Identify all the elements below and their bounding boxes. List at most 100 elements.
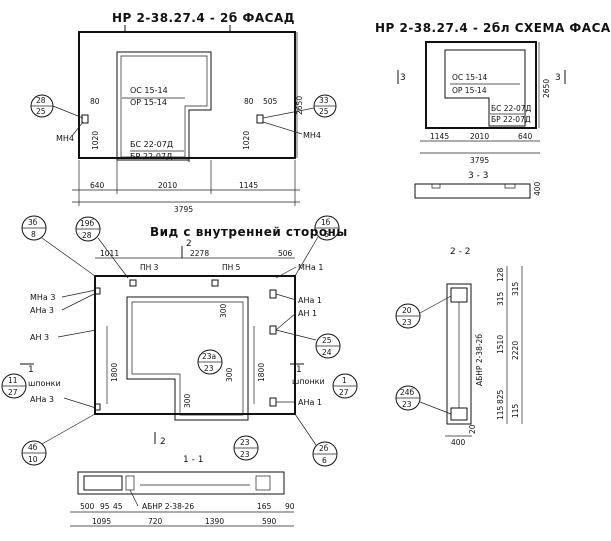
section-11-title: 1 - 1 xyxy=(183,455,203,465)
section-11-abnr: АБНР 2-38-26 xyxy=(142,502,194,511)
dim-1095: 1095 xyxy=(92,517,111,526)
leader-line xyxy=(57,329,97,338)
scheme-bp: БР 22-07Д xyxy=(491,115,531,124)
scheme-view: НР 2-38.27.4 - 2бл СХЕМА ФАСАДА ОС 15-14… xyxy=(375,21,611,199)
leader-line xyxy=(129,489,139,507)
dim-315-outer: 315 xyxy=(511,281,520,296)
leader-line xyxy=(294,236,319,277)
embedded-plate xyxy=(269,325,277,335)
callout-top: 33 xyxy=(319,96,329,105)
facade-dim-left-1020: 1020 xyxy=(91,131,100,150)
dim-115-outer: 115 xyxy=(511,403,520,418)
dim-825: 825 xyxy=(496,389,505,404)
dim-90: 90 xyxy=(285,502,295,511)
dim-165: 165 xyxy=(257,502,272,511)
scheme-dim-total: 3795 xyxy=(470,156,489,165)
facade-dim-640: 640 xyxy=(90,181,105,190)
dim-400: 400 xyxy=(451,438,466,447)
scheme-bc: БС 22-07Д xyxy=(491,104,532,113)
dim-1510: 1510 xyxy=(496,335,505,354)
embedded-plate xyxy=(94,403,101,411)
inner-ah3: АН 3 xyxy=(30,333,49,342)
scheme-dim-height: 2650 xyxy=(542,79,551,98)
embedded-plate xyxy=(94,287,101,295)
callout-top: 11 xyxy=(8,376,18,385)
leader-line xyxy=(419,295,452,314)
leader-line xyxy=(41,237,96,277)
section-11-rib xyxy=(125,475,135,491)
callout-top: 28 xyxy=(36,96,46,105)
scheme-dim-1145: 1145 xyxy=(430,132,449,141)
inner-cut-2-bot: 2 xyxy=(160,437,166,447)
dim-1390: 1390 xyxy=(205,517,224,526)
leader-line xyxy=(262,121,303,135)
callout-top: 1 xyxy=(342,376,347,385)
inner-dim-300-a: 300 xyxy=(219,303,228,318)
section-22: 2 - 2 АБНР 2-38-2б 128 315 1510 825 115 … xyxy=(395,247,523,447)
callout-top: 23а xyxy=(202,352,216,361)
facade-dim-right-1020: 1020 xyxy=(242,131,251,150)
facade-dim-total: 3795 xyxy=(174,205,193,214)
inner-dim-506: 506 xyxy=(278,249,293,258)
callout-bottom: 24 xyxy=(322,348,332,357)
leader-line xyxy=(275,266,297,279)
leader-line xyxy=(52,105,84,119)
inner-shponki-right: шпонки xyxy=(292,377,325,386)
section-33-dim: 400 xyxy=(533,181,542,196)
callout-top: 19б xyxy=(80,219,95,228)
section-11: 1 - 1 АБНР 2-38-26 500 95 45 165 90 1095… xyxy=(70,455,295,527)
facade-door-bc: БС 22-07Д xyxy=(130,140,173,149)
leader-line xyxy=(275,329,317,341)
inner-mh-a3: МНа 3 xyxy=(30,293,55,302)
inner-ah-a3-top: АНа 3 xyxy=(30,306,54,315)
leader-line xyxy=(63,397,97,409)
leader-line xyxy=(419,401,452,415)
scheme-op: ОР 15-14 xyxy=(452,86,487,95)
facade-view: НР 2-38.27.4 - 2б ФАСАД ОС 15-14 ОР 15-1… xyxy=(30,11,337,214)
inner-pn5: ПН 5 xyxy=(222,263,241,272)
callout-bottom: 6 xyxy=(324,230,329,239)
embedded-plate xyxy=(269,289,277,299)
callout-bottom: 23 xyxy=(402,318,412,327)
inner-ah-a1-top: АНа 1 xyxy=(298,296,322,305)
inner-mh-a1: МНа 1 xyxy=(298,263,323,272)
callout-top: 20 xyxy=(402,306,412,315)
facade-dim-left-80: 80 xyxy=(90,97,100,106)
inner-cut-1-left: 1 xyxy=(28,365,34,375)
callout-bottom: 25 xyxy=(36,107,46,116)
callout-bottom: 23 xyxy=(204,364,214,373)
facade-mh-left: МН4 xyxy=(56,134,74,143)
facade-door-bp: БР 22-07Д xyxy=(130,152,172,161)
facade-dim-right-80: 80 xyxy=(244,97,254,106)
section-33-profile xyxy=(414,183,531,199)
section-22-bottom-block xyxy=(450,407,468,421)
scheme-opening xyxy=(444,49,526,127)
scheme-title: НР 2-38.27.4 - 2бл СХЕМА ФАСАДА xyxy=(375,21,611,35)
facade-dim-right-505: 505 xyxy=(263,97,278,106)
callout-bottom: 23 xyxy=(240,450,250,459)
dim-2220: 2220 xyxy=(511,341,520,360)
section-11-insulation xyxy=(83,475,123,491)
leader-line xyxy=(61,289,97,298)
embedded-plate-left xyxy=(81,114,89,124)
section-33-title: 3 - 3 xyxy=(468,171,488,181)
section-22-abnr: АБНР 2-38-2б xyxy=(475,334,484,386)
dim-128: 128 xyxy=(496,267,505,282)
embedded-plate xyxy=(129,279,137,287)
callout-top: 2б xyxy=(319,444,329,453)
inner-ah-a3-bot: АНа 3 xyxy=(30,395,54,404)
dim-315-inner: 315 xyxy=(496,291,505,306)
callout-top: 23 xyxy=(240,438,250,447)
inner-title: Вид с внутренней стороны xyxy=(150,225,348,239)
leader-line xyxy=(275,312,297,331)
section-22-outline xyxy=(446,283,472,425)
callout-bottom: 6 xyxy=(322,456,327,465)
callout-top: 25 xyxy=(322,336,332,345)
facade-dim-2010: 2010 xyxy=(158,181,177,190)
scheme-panel-outline xyxy=(425,41,537,129)
leader-line xyxy=(41,413,96,445)
callout-bottom: 27 xyxy=(339,388,349,397)
leader-line xyxy=(71,121,84,137)
embedded-plate-right xyxy=(256,114,264,124)
